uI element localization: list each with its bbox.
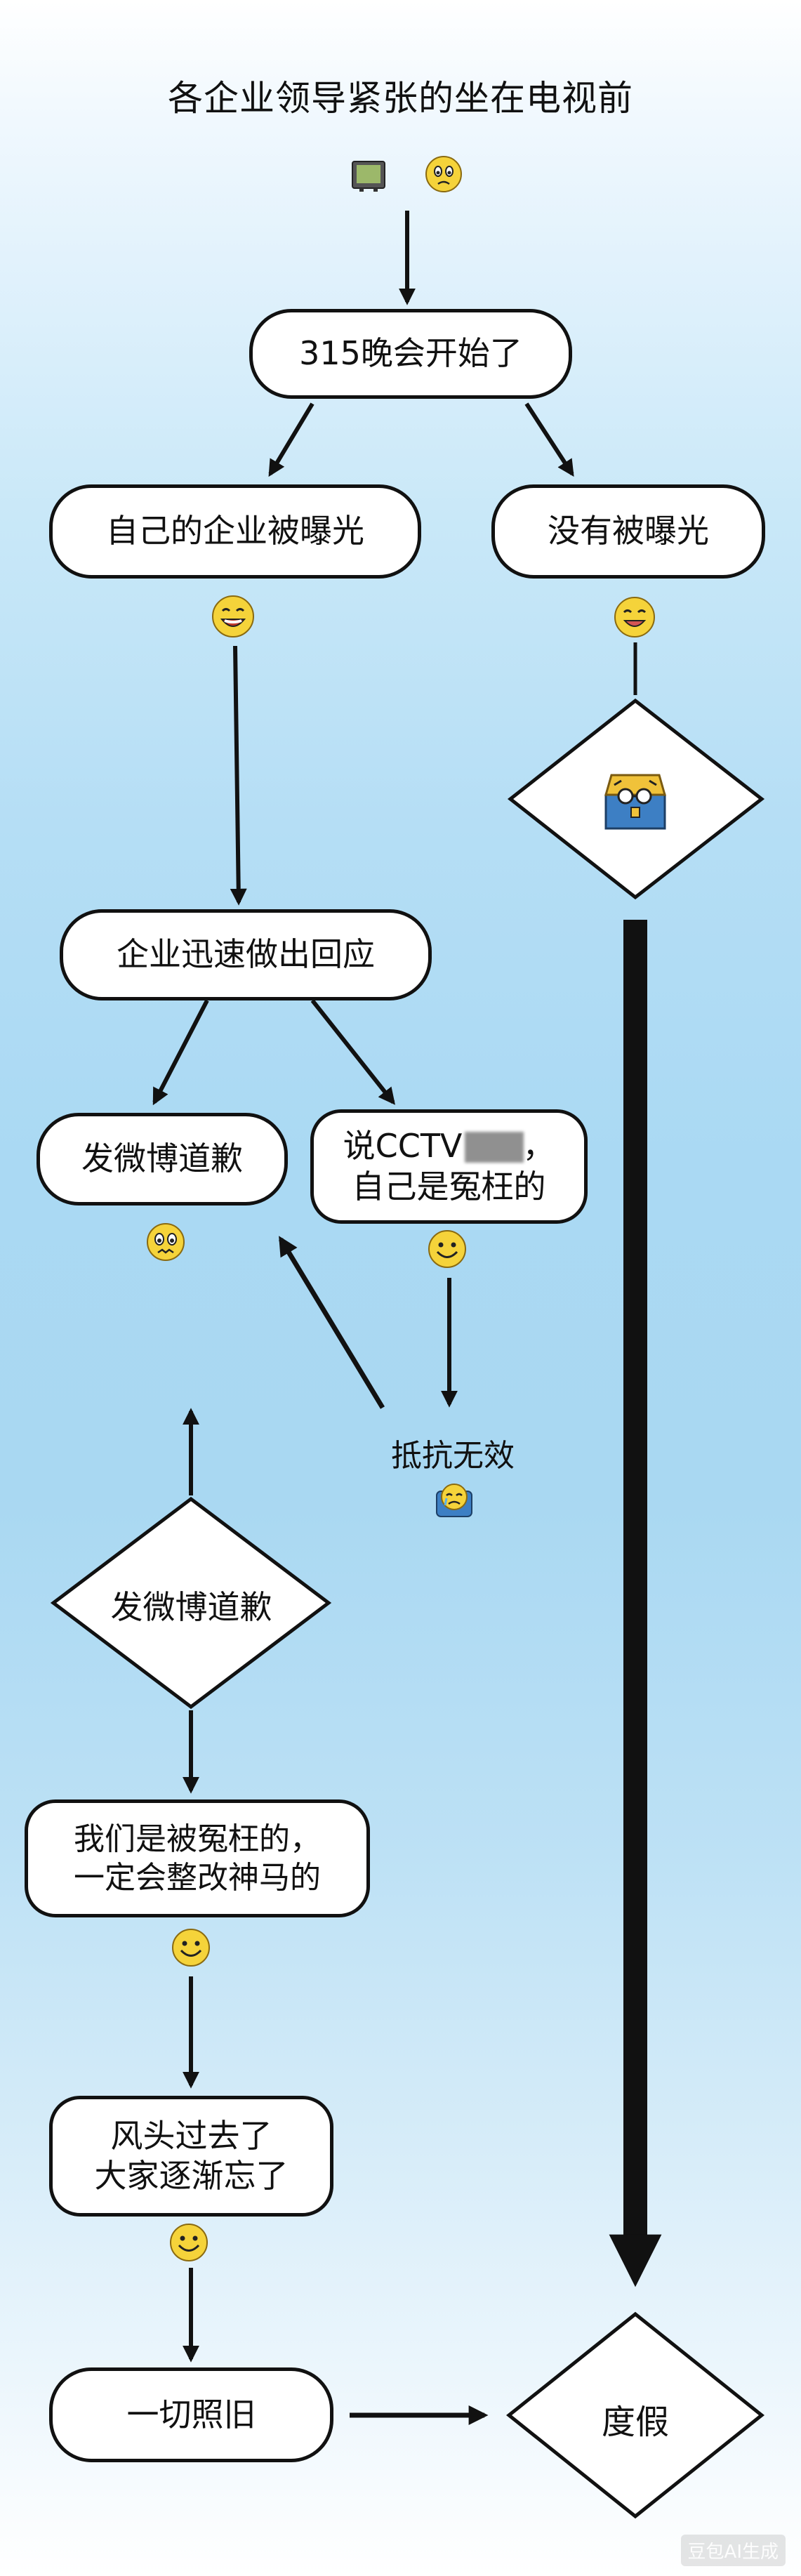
node-apology-label: 发微博道歉 <box>81 1140 243 1178</box>
arrow-respond-to-apology <box>152 999 209 1106</box>
node-wronged-line1: 我们是被冤枉的， <box>74 1821 321 1857</box>
node-start: 315晚会开始了 <box>249 309 572 399</box>
smile-face-icon <box>168 2222 209 2263</box>
node-not-exposed: 没有被曝光 <box>491 484 765 579</box>
arrow-start-to-exposed <box>268 402 315 477</box>
node-forgotten-line1: 风头过去了 <box>110 2116 272 2155</box>
smile-face-icon <box>613 595 656 639</box>
node-wronged: 我们是被冤枉的， 一定会整改神马的 <box>25 1799 370 1917</box>
worried-face-icon <box>424 154 463 194</box>
diamond-apology <box>50 1496 332 1710</box>
tv-icon <box>351 159 386 192</box>
diamond-apology-label: 发微博道歉 <box>110 1588 272 1626</box>
arrow-start-to-not-exposed <box>524 402 574 477</box>
node-apology: 发微博道歉 <box>37 1113 288 1206</box>
node-forgotten: 风头过去了 大家逐渐忘了 <box>49 2096 333 2217</box>
page-title: 各企业领导紧张的坐在电视前 <box>168 78 633 119</box>
node-respond: 企业迅速做出回应 <box>60 909 432 1000</box>
smile-face-icon <box>171 1927 211 1968</box>
node-respond-label: 企业迅速做出回应 <box>117 935 375 974</box>
node-exposed: 自己的企业被曝光 <box>49 484 421 579</box>
arrow-exposed-to-respond <box>230 645 247 906</box>
arrow-respond-to-claim <box>310 999 395 1105</box>
arrow-resist-to-apology <box>279 1236 385 1409</box>
node-resist-label: 抵抗无效 <box>391 1438 515 1474</box>
node-as-before: 一切照旧 <box>49 2367 333 2462</box>
smile-face-icon <box>427 1229 468 1269</box>
node-claim: 说CCTV， 自己是冤枉的 <box>310 1109 588 1224</box>
node-not-exposed-label: 没有被曝光 <box>548 512 709 550</box>
node-start-label: 315晚会开始了 <box>299 334 522 373</box>
node-exposed-label: 自己的企业被曝光 <box>106 512 364 550</box>
diamond-vacation <box>505 2311 765 2519</box>
node-claim-line2: 自己是冤枉的 <box>352 1167 546 1206</box>
grin-face-icon <box>211 594 256 639</box>
node-claim-line1: 说CCTV， <box>343 1127 555 1165</box>
diamond-vacation-label: 度假 <box>601 2403 669 2442</box>
nervous-face-icon <box>145 1222 186 1262</box>
censored-patch <box>465 1132 524 1163</box>
node-wronged-line2: 一定会整改神马的 <box>74 1860 321 1896</box>
node-forgotten-line2: 大家逐渐忘了 <box>94 2157 289 2195</box>
treasure-chest-icon <box>600 765 670 833</box>
crying-face-icon <box>434 1481 475 1519</box>
node-claim-line1-text: 说CCTV <box>343 1127 463 1165</box>
node-as-before-label: 一切照旧 <box>126 2395 256 2433</box>
watermark: 豆包AI生成 <box>680 2535 786 2566</box>
